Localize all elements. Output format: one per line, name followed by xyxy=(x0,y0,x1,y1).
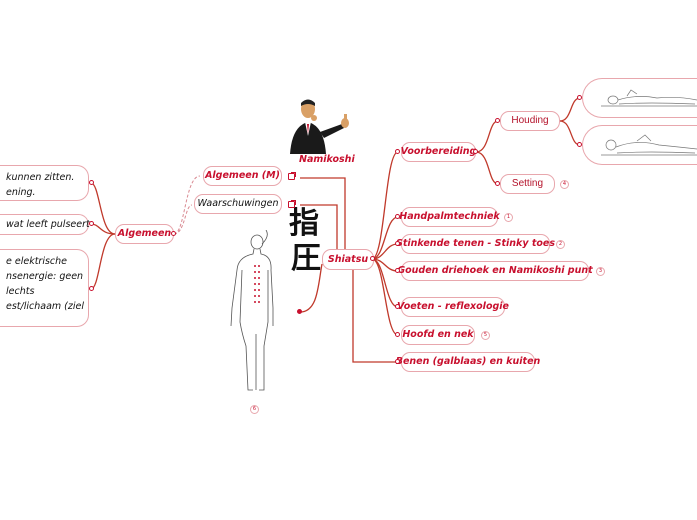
node-waarschuwingen[interactable]: Waarschuwingen xyxy=(194,194,282,214)
handpalmtechniek-dot[interactable] xyxy=(395,214,400,219)
node-voeten[interactable]: Voeten - reflexologie xyxy=(397,297,509,317)
node-stinkende-tenen[interactable]: Stinkende tenen - Stinky toes xyxy=(396,234,555,254)
setting-badge[interactable]: 4 xyxy=(560,180,569,189)
stinkende-tenen-dot[interactable] xyxy=(395,241,400,246)
benen-dot[interactable] xyxy=(395,359,400,364)
central-right-dot[interactable] xyxy=(370,256,375,261)
houding-dot[interactable] xyxy=(495,118,500,123)
pose-lying-prone[interactable] xyxy=(582,78,697,118)
hoofd-badge[interactable]: 5 xyxy=(481,331,490,340)
left-bottom-dot[interactable] xyxy=(89,286,94,291)
gouden-driehoek-dot[interactable] xyxy=(395,268,400,273)
left-mid-dot[interactable] xyxy=(89,221,94,226)
body-figure-badge[interactable]: 6 xyxy=(250,405,259,414)
node-algemeen-m[interactable]: Algemeen (M) xyxy=(203,166,282,186)
node-voorbereiding[interactable]: Voorbereiding xyxy=(401,142,476,162)
pose-lying-supine[interactable] xyxy=(582,125,697,165)
setting-dot[interactable] xyxy=(495,181,500,186)
left-bottom-line-4: est/lichaam (ziel xyxy=(6,301,84,312)
voorbereiding-dot[interactable] xyxy=(395,149,400,154)
kanji-shi: 指 xyxy=(289,206,319,241)
central-node-shiatsu[interactable]: Shiatsu xyxy=(322,249,374,270)
left-bottom-line-2: nsenergie: geen xyxy=(6,271,84,282)
left-bottom-line-1: e elektrische xyxy=(6,256,68,267)
node-houding[interactable]: Houding xyxy=(500,111,560,131)
left-top-dot[interactable] xyxy=(89,180,94,185)
node-setting[interactable]: Setting xyxy=(500,174,555,194)
node-gouden-driehoek[interactable]: Gouden driehoek en Namikoshi punt xyxy=(397,261,593,281)
waarschuwingen-link-icon[interactable] xyxy=(288,200,296,208)
node-hoofd-en-nek[interactable]: Hoofd en nek xyxy=(401,325,475,345)
left-top-line-1: kunnen zitten. xyxy=(6,172,75,183)
node-benen[interactable]: Benen (galblaas) en kuiten xyxy=(396,352,540,372)
node-left-bottom[interactable]: e elektrische nsenergie: geen lechts est… xyxy=(0,249,89,327)
pose1-dot[interactable] xyxy=(577,95,582,100)
algemeen-right-dot[interactable] xyxy=(171,231,176,236)
back-acupressure-figure-icon xyxy=(230,230,274,391)
gouden-driehoek-badge[interactable]: 3 xyxy=(596,267,605,276)
node-algemeen[interactable]: Algemeen xyxy=(115,224,174,244)
left-mid-text: wat leeft pulseert xyxy=(6,219,90,230)
lying-supine-figure-icon xyxy=(601,134,697,156)
lying-prone-figure-icon xyxy=(601,89,697,107)
handpalmtechniek-badge[interactable]: 1 xyxy=(504,213,513,222)
presenter-icon xyxy=(290,99,349,154)
hoofd-dot[interactable] xyxy=(395,332,400,337)
left-top-line-2: ening. xyxy=(6,187,36,198)
node-left-top[interactable]: kunnen zitten. ening. xyxy=(0,165,89,201)
node-handpalmtechniek[interactable]: Handpalmtechniek xyxy=(399,207,500,227)
namikoshi-caption: Namikoshi xyxy=(299,154,355,165)
node-left-mid[interactable]: wat leeft pulseert xyxy=(0,214,90,235)
pose2-dot[interactable] xyxy=(577,142,582,147)
voorbereiding-out-dot[interactable] xyxy=(473,149,478,154)
algemeen-m-link-icon[interactable] xyxy=(288,172,296,180)
kanji-atsu: 圧 xyxy=(291,241,321,276)
stinkende-tenen-badge[interactable]: 2 xyxy=(556,240,565,249)
voeten-dot[interactable] xyxy=(395,304,400,309)
body-branch-dot[interactable] xyxy=(297,309,302,314)
left-bottom-line-3: lechts xyxy=(6,286,35,297)
